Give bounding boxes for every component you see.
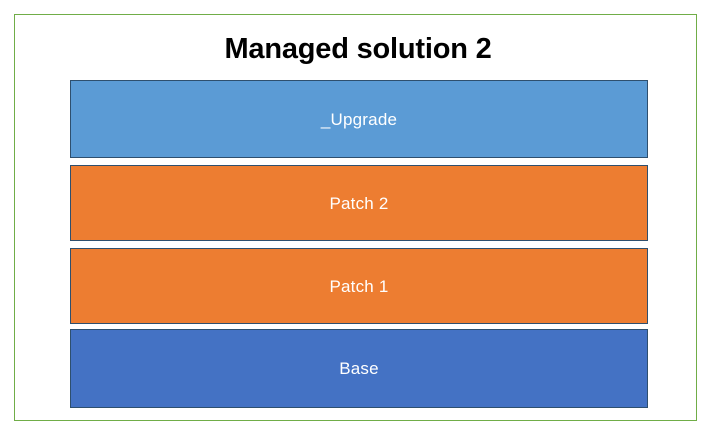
layer-bar-patch-1[interactable]: Patch 1 [70, 248, 648, 324]
layer-bar-patch-2[interactable]: Patch 2 [70, 165, 648, 241]
layer-label-patch-1: Patch 1 [329, 276, 389, 296]
layer-label-upgrade: _Upgrade [320, 109, 398, 129]
layer-bar-base[interactable]: Base [70, 329, 648, 408]
layer-bar-upgrade[interactable]: _Upgrade [70, 80, 648, 158]
page-title: Managed solution 2 [224, 33, 492, 65]
layer-label-patch-2: Patch 2 [329, 193, 389, 213]
diagram-outer-frame [14, 14, 697, 421]
layer-label-base: Base [339, 359, 379, 378]
solution-layer-stack: _Upgrade Patch 2 Patch 1 Base [70, 80, 648, 408]
